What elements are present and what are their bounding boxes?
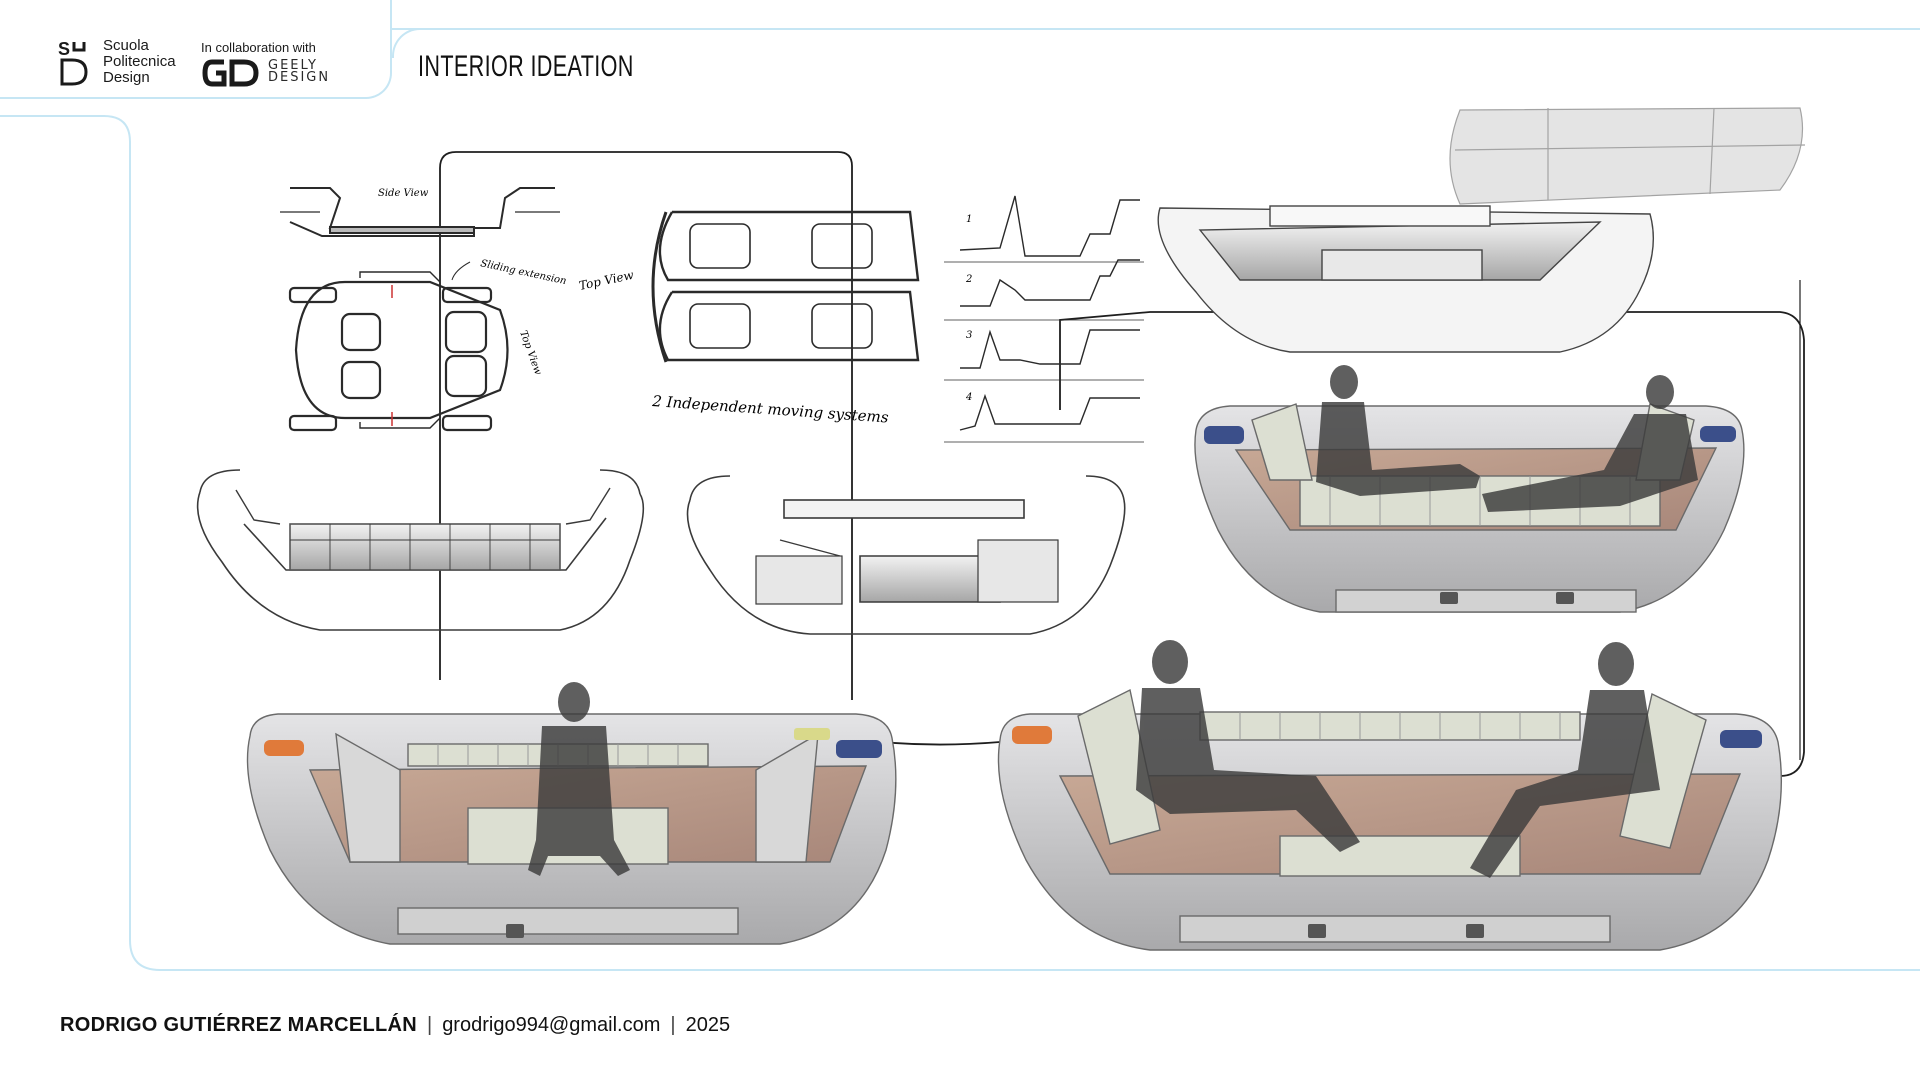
partner-line: DESIGN bbox=[268, 70, 331, 85]
author-credits: RODRIGO GUTIÉRREZ MARCELLÁN | grodrigo994@… bbox=[60, 1014, 730, 1037]
sliding-extension-note: Sliding extension bbox=[479, 258, 567, 287]
collab-text: In collaboration with bbox=[201, 40, 316, 55]
independent-systems-note: 2 Independent moving systems bbox=[651, 392, 890, 427]
partner-line: GEELY bbox=[268, 58, 318, 73]
roof-panel-sketch bbox=[1449, 107, 1806, 205]
school-line: Politecnica bbox=[103, 53, 176, 70]
pod-sketch-gradient bbox=[1157, 205, 1655, 353]
school-line: Scuola bbox=[103, 37, 149, 54]
svg-text:S: S bbox=[58, 39, 70, 59]
pod-base-details bbox=[506, 592, 1574, 938]
school-name: Scuola Politecnica Design bbox=[103, 38, 176, 86]
side-view-note: Side View bbox=[378, 188, 429, 199]
header-frame bbox=[0, 0, 392, 99]
content-frame bbox=[0, 115, 1920, 971]
top-view-note-left: Top View bbox=[517, 329, 543, 377]
pod-sketch-split bbox=[686, 475, 1126, 635]
author-name: RODRIGO GUTIÉRREZ MARCELLÁN bbox=[60, 1014, 417, 1036]
pod-render-facing bbox=[997, 688, 1783, 951]
school-line: Design bbox=[103, 69, 150, 86]
top-view-car-sketch bbox=[288, 271, 509, 432]
graph-step-label: 2 bbox=[965, 274, 972, 285]
page-title: INTERIOR IDEATION bbox=[418, 50, 634, 83]
passenger-silhouette-pair-top bbox=[1316, 365, 1698, 512]
spd-logo-icon: S bbox=[58, 39, 88, 86]
pod-sketch-flat bbox=[196, 469, 645, 631]
dual-platform-top-view bbox=[651, 210, 920, 363]
graph-step-label: 3 bbox=[966, 330, 972, 341]
top-view-note-right: Top View bbox=[578, 268, 636, 293]
interior-sketch-board: Side View Sliding extension Top View Top… bbox=[196, 107, 1806, 951]
graph-step-label: 4 bbox=[965, 392, 972, 403]
graph-step-label: 1 bbox=[966, 214, 972, 225]
separator: | bbox=[670, 1014, 676, 1036]
separator: | bbox=[426, 1014, 433, 1036]
partner-name: GEELY DESIGN bbox=[268, 58, 331, 85]
geely-design-logo-icon bbox=[202, 59, 259, 87]
side-view-sketch bbox=[280, 187, 560, 237]
motion-graphs bbox=[944, 195, 1144, 443]
header-rule bbox=[392, 28, 1920, 30]
passenger-silhouette-pair-bottom bbox=[1136, 640, 1660, 878]
author-email[interactable]: grodrigo994@gmail.com bbox=[442, 1014, 661, 1036]
passenger-silhouette-seated bbox=[528, 682, 630, 876]
project-year: 2025 bbox=[685, 1014, 731, 1036]
